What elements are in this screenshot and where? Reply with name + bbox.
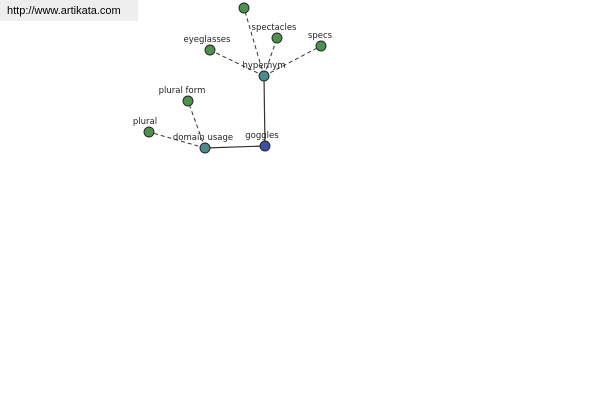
node-label-plural: plural bbox=[133, 117, 157, 127]
node-specs[interactable] bbox=[315, 40, 327, 52]
edge-hypernym-top-cut bbox=[243, 7, 265, 77]
node-plural-form[interactable] bbox=[182, 95, 194, 107]
node-label-spectacles: spectacles bbox=[252, 23, 298, 33]
edge-domain-usage-plural bbox=[148, 131, 206, 149]
node-domain-usage[interactable] bbox=[199, 142, 211, 154]
node-label-plural-form: plural form bbox=[159, 86, 206, 96]
node-eyeglasses[interactable] bbox=[204, 44, 216, 56]
node-label-hypernym: hypernym bbox=[242, 61, 285, 71]
node-goggles[interactable] bbox=[259, 140, 271, 152]
edge-domain-usage-plural-form bbox=[187, 100, 206, 149]
node-label-eyeglasses: eyeglasses bbox=[184, 35, 232, 45]
edge-hypernym-eyeglasses bbox=[209, 49, 265, 77]
site-url-banner[interactable]: http://www.artikata.com bbox=[0, 0, 138, 21]
edge-goggles-hypernym bbox=[263, 75, 266, 147]
graph-nodes bbox=[143, 2, 327, 154]
graph-labels: goggles hypernym domain usage eyeglasses spe… bbox=[133, 23, 333, 143]
edge-goggles-domain-usage bbox=[204, 145, 266, 149]
node-top-cut[interactable] bbox=[238, 2, 250, 14]
graph-edges bbox=[148, 7, 322, 149]
node-spectacles[interactable] bbox=[271, 32, 283, 44]
edge-hypernym-specs bbox=[263, 45, 322, 77]
node-label-goggles: goggles bbox=[245, 131, 279, 141]
node-label-domain-usage: domain usage bbox=[173, 133, 233, 143]
node-label-specs: specs bbox=[308, 31, 333, 41]
node-plural[interactable] bbox=[143, 126, 155, 138]
node-hypernym[interactable] bbox=[258, 70, 270, 82]
